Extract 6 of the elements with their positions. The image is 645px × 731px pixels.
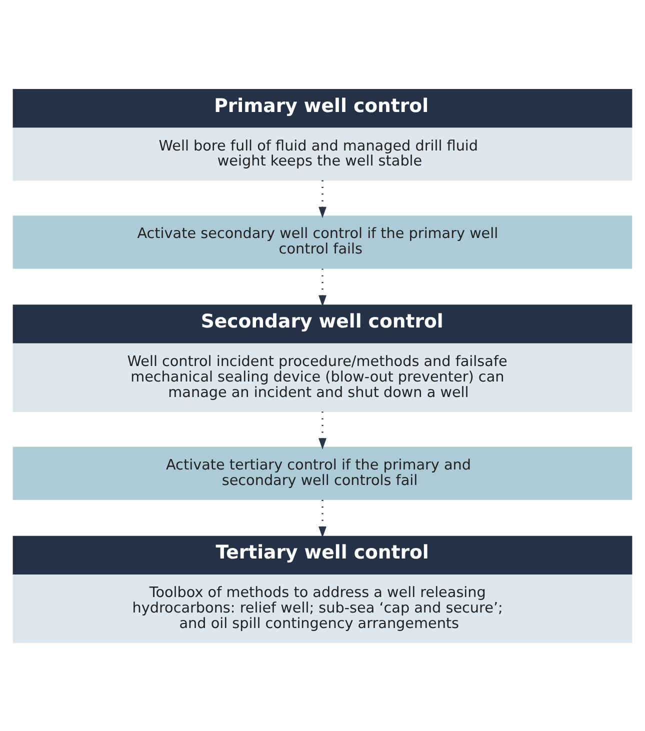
node-box: Activate secondary well control if the primary well control fails	[12, 216, 632, 269]
arrow	[318, 412, 326, 450]
arrow	[318, 500, 326, 538]
node-box: Activate tertiary control if the primary and secondary well controls fail	[12, 446, 632, 500]
arrow	[318, 268, 326, 307]
arrow	[318, 180, 326, 218]
